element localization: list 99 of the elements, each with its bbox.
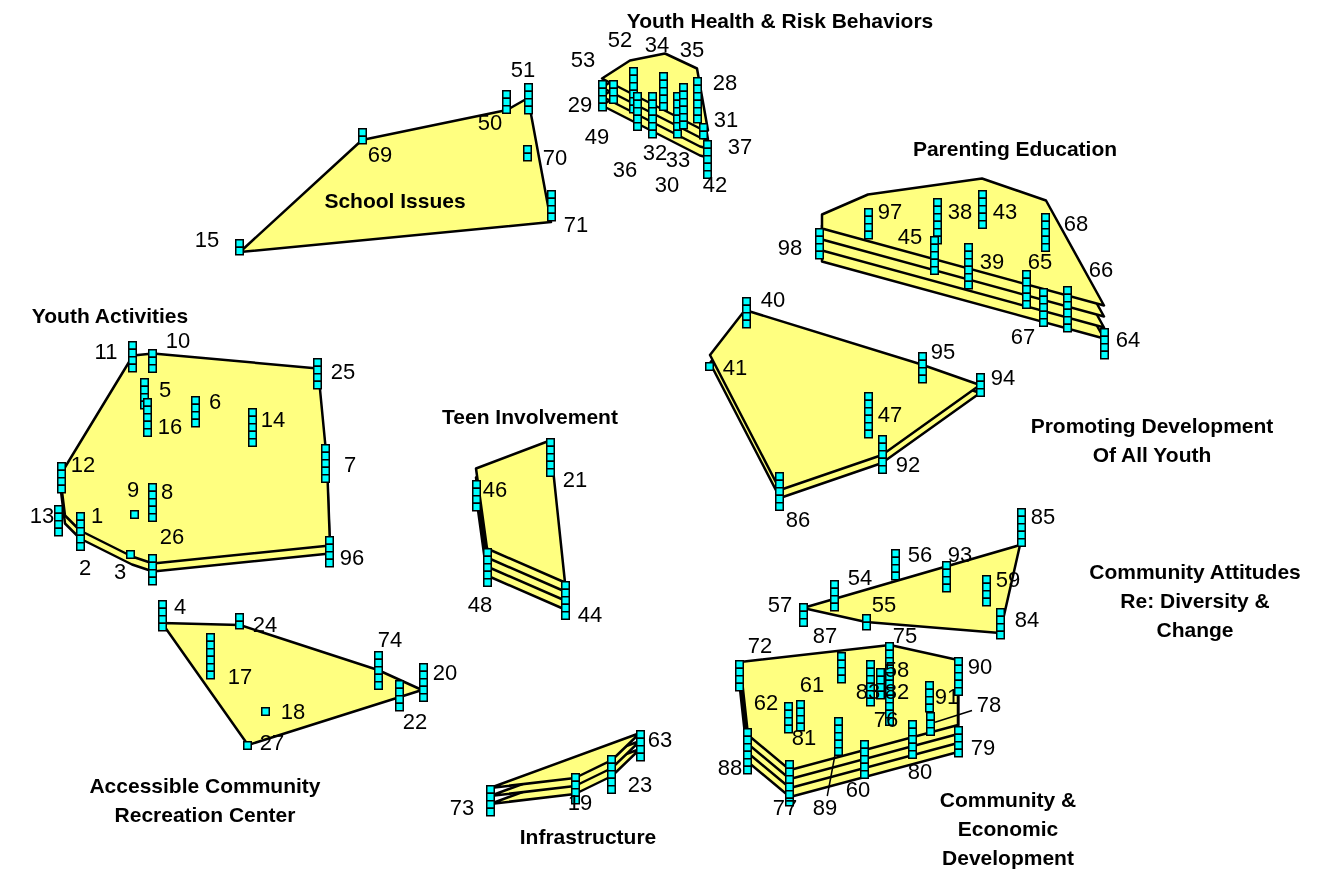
- point-number: 79: [970, 736, 996, 760]
- point-number: 87: [812, 624, 838, 648]
- point-number: 35: [679, 38, 705, 62]
- cluster-title: Community Attitudes Re: Diversity & Change: [1088, 558, 1302, 643]
- point-number: 53: [570, 48, 596, 72]
- point-number: 46: [482, 478, 508, 502]
- point-number: 75: [892, 624, 918, 648]
- point-number: 78: [972, 693, 1006, 717]
- point-number: 65: [1027, 250, 1053, 274]
- point-number: 51: [510, 58, 536, 82]
- point-number: 23: [627, 773, 653, 797]
- point-number: 98: [777, 236, 803, 260]
- cluster-title: School Issues: [323, 187, 467, 214]
- point-number: 32: [642, 141, 668, 165]
- point-number: 44: [577, 603, 603, 627]
- point-number: 4: [173, 595, 187, 619]
- point-number: 90: [967, 655, 993, 679]
- cluster-title: Infrastructure: [518, 823, 658, 850]
- point-number: 16: [157, 415, 183, 439]
- point-number: 48: [467, 593, 493, 617]
- point-number: 47: [877, 403, 903, 427]
- point-number: 2: [78, 556, 92, 580]
- point-number: 1: [90, 504, 104, 528]
- point-number: 54: [847, 566, 873, 590]
- point-number: 40: [760, 288, 786, 312]
- point-number: 73: [449, 796, 475, 820]
- point-number: 96: [339, 546, 365, 570]
- cluster-title: Accessible Community Recreation Center: [88, 773, 322, 828]
- point-number: 88: [717, 756, 743, 780]
- point-number: 37: [727, 135, 753, 159]
- point-number: 34: [644, 33, 670, 57]
- point-number: 84: [1014, 608, 1040, 632]
- cluster-title: Parenting Education: [911, 135, 1119, 162]
- point-number: 20: [432, 661, 458, 685]
- point-number: 69: [367, 143, 393, 167]
- point-number: 80: [907, 760, 933, 784]
- point-number: 68: [1063, 212, 1089, 236]
- point-number: 55: [871, 593, 897, 617]
- point-number: 17: [227, 665, 253, 689]
- point-number: 91: [934, 685, 960, 709]
- point-number: 74: [377, 628, 403, 652]
- point-number: 15: [194, 228, 220, 252]
- point-number: 56: [907, 543, 933, 567]
- point-number: 14: [260, 408, 286, 432]
- point-number: 28: [712, 71, 738, 95]
- point-number: 7: [343, 453, 357, 477]
- point-number: 21: [562, 468, 588, 492]
- point-number: 39: [979, 250, 1005, 274]
- point-number: 92: [895, 453, 921, 477]
- point-number: 94: [990, 366, 1016, 390]
- point-number: 71: [563, 213, 589, 237]
- point-number: 36: [612, 158, 638, 182]
- point-number: 85: [1030, 505, 1056, 529]
- point-number: 72: [747, 634, 773, 658]
- point-number: 42: [702, 173, 728, 197]
- point-number: 45: [897, 225, 923, 249]
- point-number: 18: [280, 700, 306, 724]
- point-number: 57: [767, 593, 793, 617]
- point-number: 86: [785, 508, 811, 532]
- stacked-squares-icon: [926, 712, 935, 736]
- point-number: 66: [1088, 258, 1114, 282]
- point-number: 12: [70, 453, 96, 477]
- point-number: 49: [584, 125, 610, 149]
- point-number: 67: [1010, 325, 1036, 349]
- point-number: 5: [158, 378, 172, 402]
- cluster-title: Teen Involvement: [441, 403, 619, 430]
- point-number: 63: [647, 728, 673, 752]
- point-number: 81: [791, 726, 817, 750]
- point-number: 11: [94, 340, 118, 364]
- point-number: 41: [722, 356, 748, 380]
- point-number: 6: [208, 390, 222, 414]
- stacked-squares-icon: [834, 717, 843, 756]
- point-number: 62: [753, 691, 779, 715]
- point-number: 8: [160, 480, 174, 504]
- point-number: 38: [947, 200, 973, 224]
- point-number: 95: [930, 340, 956, 364]
- point-number: 10: [165, 329, 191, 353]
- point-number: 30: [654, 173, 680, 197]
- point-number: 89: [808, 796, 842, 820]
- point-number: 25: [330, 360, 356, 384]
- cluster-title: Youth Activities: [30, 302, 190, 329]
- point-number: 3: [113, 560, 127, 584]
- point-number: 26: [159, 525, 185, 549]
- point-number: 50: [477, 111, 503, 135]
- point-number: 97: [877, 200, 903, 224]
- leader-line: [934, 709, 973, 724]
- point-number: 13: [29, 504, 55, 528]
- point-number: 22: [402, 710, 428, 734]
- point-number: 29: [567, 93, 593, 117]
- cluster-title: Promoting Development Of All Youth: [1029, 413, 1275, 468]
- point-number: 60: [845, 778, 871, 802]
- point-number: 31: [713, 108, 739, 132]
- cluster-title: Community & Economic Development: [938, 786, 1078, 871]
- point-number: 43: [992, 200, 1018, 224]
- point-number: 33: [665, 148, 691, 172]
- point-number: 9: [126, 478, 140, 502]
- point-number: 61: [799, 673, 825, 697]
- point-number: 70: [542, 146, 568, 170]
- point-number: 64: [1115, 328, 1141, 352]
